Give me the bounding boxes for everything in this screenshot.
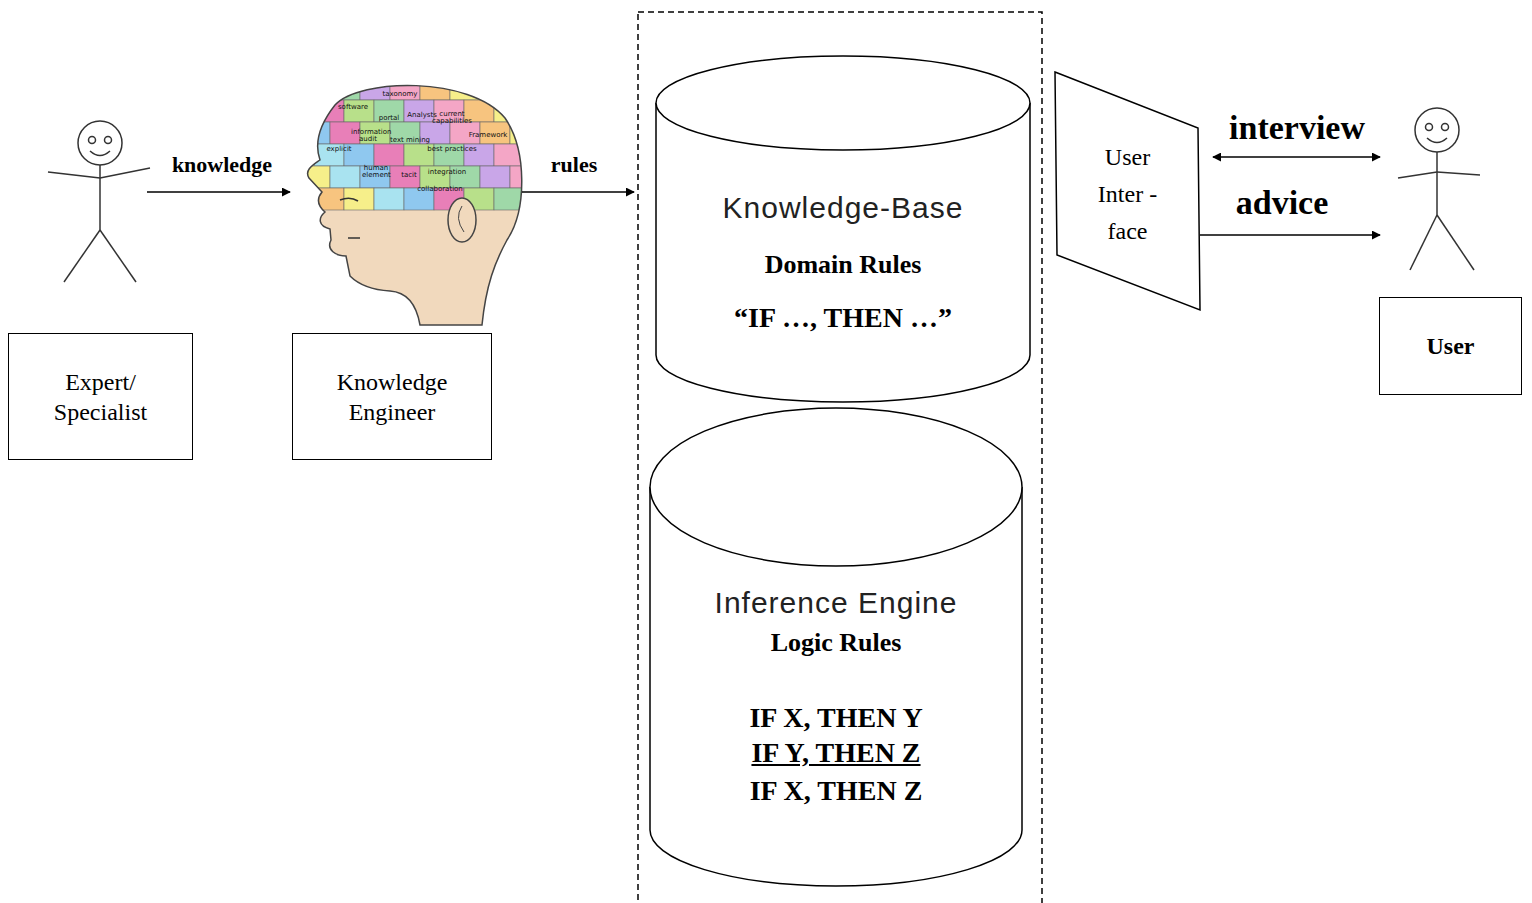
brain-word: best practices [427,146,476,153]
node-text: Knowledge-Base [656,189,1030,227]
node-text: Expert/ Specialist [31,367,171,427]
arrow-label: advice [1236,184,1329,221]
brain-region [374,144,404,166]
brain-region [510,78,540,100]
brain-word: explicit [326,146,351,153]
node-text: IF Y, THEN Z [650,735,1022,770]
user-figure [1398,108,1480,270]
flow-arrow [147,191,290,193]
brain-illustration [300,78,554,325]
cylinder-outline [656,56,1030,402]
node-text: Inference Engine [650,584,1022,622]
brain-region [330,78,360,100]
brain-region [300,78,330,100]
brain-region [480,78,510,100]
system-boundary [638,12,1042,903]
brain-word: information audit [351,129,385,144]
flow-arrow [522,191,634,193]
brain-region [450,78,480,100]
brain-region [480,166,510,188]
brain-region [344,188,374,210]
database-cylinder: Knowledge-BaseDomain Rules “IF …, THEN …” [656,56,1030,402]
brain-region [374,188,404,210]
brain-region [374,100,404,122]
brain-region [510,166,540,188]
flow-arrow [1213,156,1380,158]
node-text: User Inter -face [1092,139,1164,250]
brain-region [330,166,360,188]
brain-word: text mining [390,137,430,144]
node-text: User [1427,331,1475,361]
arrow-label: interview [1229,109,1365,146]
expert-figure [48,121,150,282]
brain-word: tacit [401,172,417,179]
brain-word: taxonomy [383,91,418,98]
brain-word: software [338,104,368,111]
interface-panel: User Inter -face [1055,72,1200,310]
engine-cylinder: Inference EngineLogic RulesIF X, THEN YI… [650,408,1022,886]
cylinder-top [656,56,1030,150]
brain-region [300,122,330,144]
brain-region [524,144,554,166]
node-text: IF X, THEN Z [650,773,1022,808]
brain-word: human element [362,165,390,180]
brain-region [524,100,554,122]
brain-word: current capabilities [432,111,472,126]
arrow-label: rules [551,153,597,177]
brain-word: collaboration [417,186,463,193]
node-text: Knowledge Engineer [317,367,467,427]
brain-region [390,166,420,188]
arrow-label: knowledge [172,153,272,177]
node-text: IF X, THEN Y [650,700,1022,735]
role-box: User [1379,297,1522,395]
flow-arrow [1200,234,1380,236]
node-text: Logic Rules [650,627,1022,660]
brain-word: Framework [469,132,508,139]
brain-word: portal [379,115,400,122]
brain-region [510,122,540,144]
role-box: Knowledge Engineer [292,333,492,460]
brain-word: integration [428,169,466,176]
node-text: Domain Rules [656,249,1030,282]
role-box: Expert/ Specialist [8,333,193,460]
panel-shape [1055,72,1200,310]
node-text: “IF …, THEN …” [656,300,1030,335]
cylinder-top [650,408,1022,566]
